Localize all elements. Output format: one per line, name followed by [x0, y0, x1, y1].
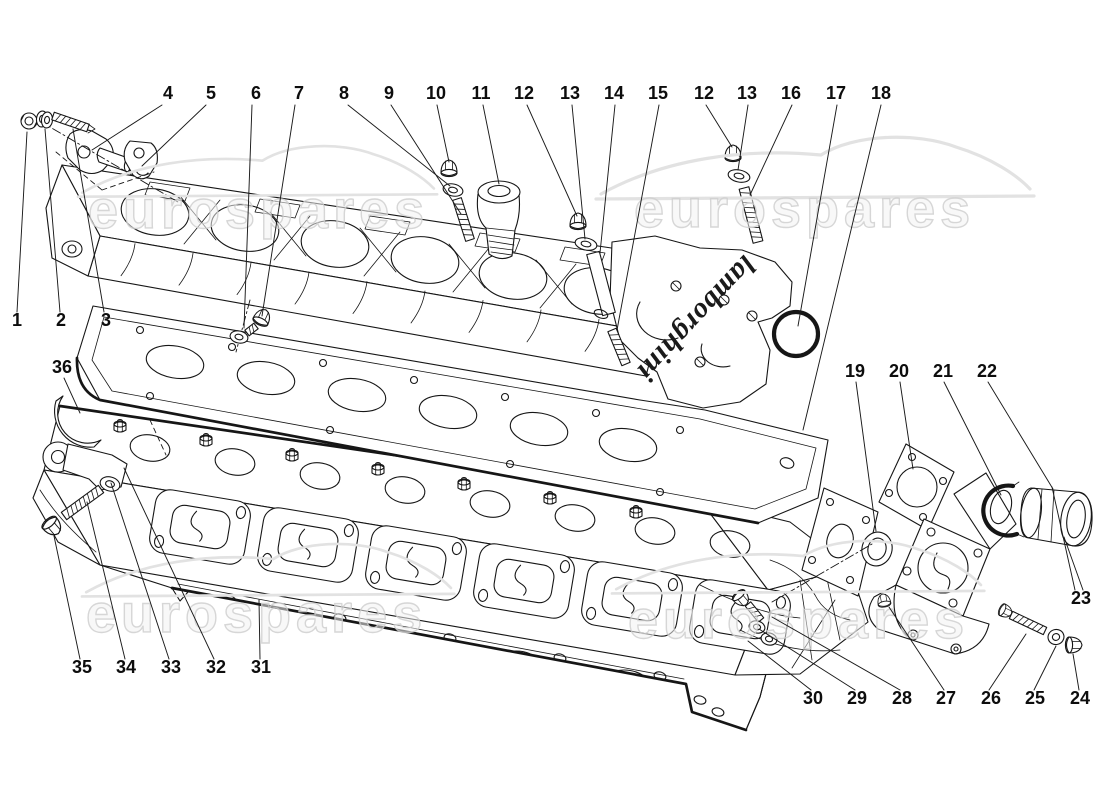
leader-line-21	[943, 381, 1002, 496]
leader-line-30	[747, 640, 812, 691]
leader-line-18	[802, 104, 882, 431]
callout-4: 4	[163, 83, 173, 103]
callout-34: 34	[116, 657, 136, 677]
leader-line-5	[141, 104, 207, 167]
leader-line-17	[797, 104, 838, 327]
callout-10: 10	[426, 83, 446, 103]
leader-line-32	[123, 467, 215, 660]
callout-8: 8	[339, 83, 349, 103]
leader-line-20	[899, 381, 914, 470]
callout-13: 13	[560, 83, 580, 103]
callout-18: 18	[871, 83, 891, 103]
watermark-top-right: eurospares	[594, 135, 1036, 240]
watermark-text: eurospares	[86, 584, 427, 644]
leader-line-19	[855, 381, 877, 532]
fasteners-hardware	[20, 110, 1083, 654]
watermark-text: eurospares	[88, 180, 429, 240]
leader-line-29	[758, 628, 856, 691]
leader-line-10	[436, 104, 450, 163]
callout-26: 26	[981, 688, 1001, 708]
callout-12: 12	[694, 83, 714, 103]
leader-line-14	[599, 104, 616, 254]
watermark-top-left: eurospares	[76, 144, 439, 241]
callout-17: 17	[826, 83, 846, 103]
breather-plug	[476, 180, 521, 260]
leader-line-9	[390, 104, 462, 215]
leader-line-28	[771, 616, 901, 691]
leader-line-16	[749, 104, 793, 196]
callout-23: 23	[1071, 588, 1091, 608]
callout-31: 31	[251, 657, 271, 677]
leader-line-35	[53, 535, 81, 660]
leader-lines	[16, 104, 1084, 691]
leader-line-33	[110, 482, 170, 660]
callout-20: 20	[889, 361, 909, 381]
callout-36: 36	[52, 357, 72, 377]
watermark-text: eurospares	[628, 590, 969, 650]
callout-2: 2	[56, 310, 66, 330]
callout-9: 9	[384, 83, 394, 103]
leader-line-12	[526, 104, 578, 217]
leader-line-7	[261, 104, 296, 317]
cam-cap-flange	[123, 140, 158, 180]
callout-29: 29	[847, 688, 867, 708]
callout-12: 12	[514, 83, 534, 103]
callout-15: 15	[648, 83, 668, 103]
callout-35: 35	[72, 657, 92, 677]
callout-21: 21	[933, 361, 953, 381]
cam-cap-and-pin	[65, 128, 133, 175]
leader-line-13	[737, 104, 749, 171]
leader-line-22	[987, 381, 1054, 490]
callout-3: 3	[101, 310, 111, 330]
watermark-text: eurospares	[634, 179, 975, 239]
callout-27: 27	[936, 688, 956, 708]
callout-6: 6	[251, 83, 261, 103]
callout-32: 32	[206, 657, 226, 677]
callout-13: 13	[737, 83, 757, 103]
leader-line-2	[44, 128, 61, 313]
callout-28: 28	[892, 688, 912, 708]
leader-line-23	[1063, 536, 1084, 591]
callout-5: 5	[206, 83, 216, 103]
line-artwork: lamborghini	[20, 110, 1093, 732]
callout-30: 30	[803, 688, 823, 708]
o-ring	[771, 309, 821, 359]
callout-25: 25	[1025, 688, 1045, 708]
callout-7: 7	[294, 83, 304, 103]
leader-line-8	[347, 104, 451, 187]
callout-22: 22	[977, 361, 997, 381]
leader-line-36	[63, 377, 81, 414]
leader-line-24	[1072, 653, 1080, 691]
callout-19: 19	[845, 361, 865, 381]
leader-line-31	[258, 599, 261, 660]
watermark-bottom-left: eurospares	[80, 542, 456, 645]
valve-cover-gasket	[75, 305, 829, 525]
leader-line-23	[1051, 486, 1076, 591]
leader-line-27	[888, 606, 945, 691]
camshaft-half-moon-seal	[53, 395, 102, 448]
watermark-bottom-right: eurospares	[610, 539, 986, 651]
leader-line-11	[482, 104, 500, 185]
leader-line-4	[91, 104, 163, 151]
valve-cover: lamborghini	[45, 164, 793, 409]
leader-line-12	[705, 104, 733, 148]
leader-line-25	[1033, 645, 1057, 691]
leader-line-6	[243, 104, 253, 329]
watermarks: eurospares eurospares eurospares eurospa…	[76, 135, 1036, 651]
callout-14: 14	[604, 83, 624, 103]
callout-33: 33	[161, 657, 181, 677]
leader-line-3	[72, 128, 105, 313]
leader-line-34	[86, 501, 126, 660]
leader-line-26	[988, 633, 1027, 691]
callout-11: 11	[471, 83, 490, 103]
callout-1: 1	[12, 310, 22, 330]
leader-line-15	[616, 104, 660, 331]
leader-line-1	[16, 131, 28, 313]
callout-24: 24	[1070, 688, 1090, 708]
callout-16: 16	[781, 83, 801, 103]
leader-line-13	[571, 104, 586, 240]
